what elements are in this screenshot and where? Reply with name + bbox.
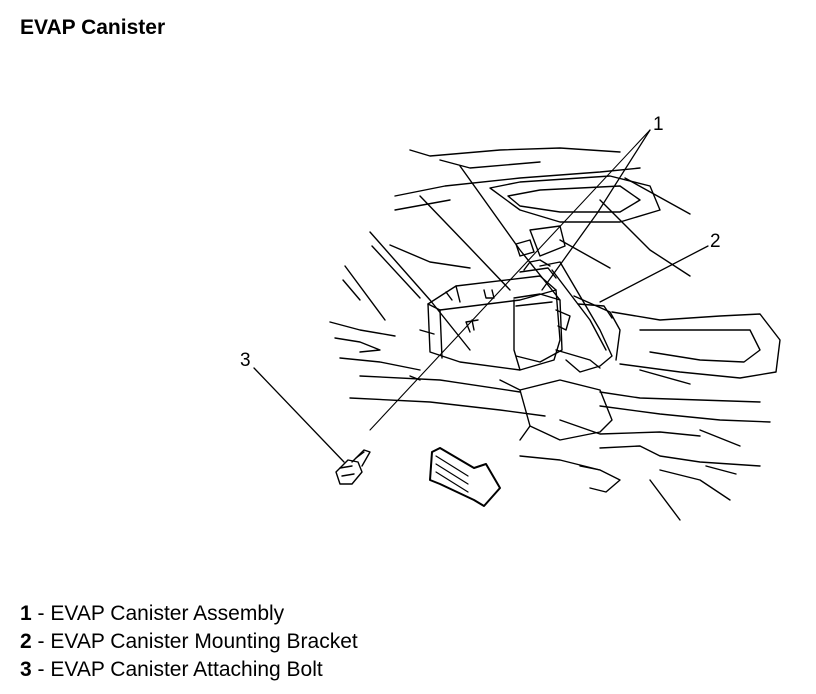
attaching-bolt [335, 449, 371, 485]
legend-item-separator: - [31, 658, 51, 681]
diagram-title: EVAP Canister [20, 16, 166, 39]
legend-item: 3 - EVAP Canister Attaching Bolt [20, 656, 358, 684]
legend-item-text: EVAP Canister Assembly [50, 602, 285, 625]
legend-item: 1 - EVAP Canister Assembly [20, 600, 358, 628]
legend-item-separator: - [31, 602, 51, 625]
callout-2: 2 [710, 231, 721, 252]
mounting-bracket [499, 261, 621, 441]
vehicle-underbody-outline [329, 147, 781, 521]
legend-item-number: 2 [20, 630, 32, 653]
legend-item: 2 - EVAP Canister Mounting Bracket [20, 628, 358, 656]
leader-line-3 [253, 367, 345, 463]
callout-1: 1 [653, 114, 664, 135]
legend-item-separator: - [31, 630, 51, 653]
direction-arrow-icon [429, 447, 501, 507]
leader-line-2 [599, 245, 709, 303]
leader-line-1 [541, 129, 651, 291]
legend-item-number: 3 [20, 658, 32, 681]
legend-item-number: 1 [20, 602, 32, 625]
leader-line-1-ext [369, 129, 651, 431]
leader-lines [253, 129, 709, 463]
canister-assembly [409, 259, 571, 381]
callout-3: 3 [240, 350, 251, 371]
parts-legend: 1 - EVAP Canister Assembly 2 - EVAP Cani… [20, 600, 358, 684]
legend-item-text: EVAP Canister Attaching Bolt [50, 658, 323, 681]
legend-item-text: EVAP Canister Mounting Bracket [50, 630, 358, 653]
